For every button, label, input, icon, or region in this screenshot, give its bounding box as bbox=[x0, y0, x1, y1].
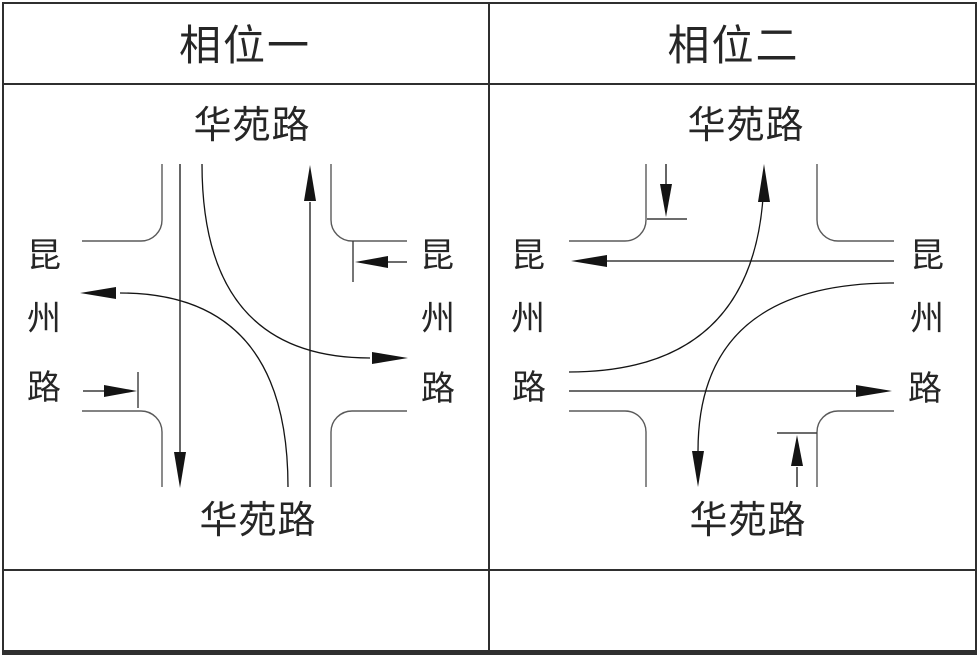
southbound-held-at-stopline bbox=[647, 164, 687, 220]
road-label-east-char: 昆 bbox=[910, 237, 944, 275]
road-corner-southeast bbox=[816, 410, 894, 487]
road-corner-northwest bbox=[569, 164, 647, 242]
road-label-east-char: 州 bbox=[421, 300, 455, 338]
arrowhead-right bbox=[372, 352, 408, 364]
intersection-diagram-phase-2 bbox=[568, 164, 895, 487]
westbound-left-turn-arrow bbox=[692, 282, 895, 487]
road-label-north: 华苑路 bbox=[687, 105, 805, 147]
road-label-east-char: 昆 bbox=[420, 237, 454, 275]
arrowhead-up bbox=[758, 164, 770, 202]
southbound-left-turn-arrow bbox=[201, 163, 408, 364]
road-label-south: 华苑路 bbox=[689, 500, 807, 542]
intersection-diagram-phase-1 bbox=[80, 163, 408, 488]
road-label-west-char: 昆 bbox=[27, 237, 61, 275]
panel-1-title: 相位一 bbox=[178, 22, 311, 69]
arrowhead-down bbox=[174, 452, 186, 488]
northbound-through-arrow bbox=[304, 165, 316, 487]
northbound-left-turn-arrow bbox=[80, 287, 289, 488]
road-label-west-char: 路 bbox=[27, 369, 61, 407]
northbound-held-at-stopline bbox=[777, 432, 817, 487]
arrowhead-left bbox=[80, 287, 116, 299]
road-corner-northeast bbox=[816, 164, 894, 242]
road-corner-northeast bbox=[330, 164, 407, 242]
road-label-south: 华苑路 bbox=[199, 500, 317, 542]
westbound-through-arrow bbox=[571, 255, 894, 267]
arrowhead-right bbox=[104, 385, 137, 397]
road-label-east-char: 路 bbox=[421, 370, 455, 408]
westbound-held-at-stopline bbox=[352, 241, 407, 282]
road-label-west-char: 路 bbox=[512, 369, 546, 407]
arrowhead-down bbox=[660, 184, 672, 217]
arrowhead-right bbox=[856, 385, 892, 397]
road-outline bbox=[82, 164, 407, 487]
eastbound-left-turn-arrow bbox=[568, 164, 770, 373]
road-label-east-char: 州 bbox=[910, 300, 944, 338]
road-label-west-char: 州 bbox=[511, 300, 545, 338]
arrowhead-down bbox=[692, 451, 704, 487]
road-outline bbox=[569, 164, 894, 487]
road-corner-southwest bbox=[82, 410, 163, 487]
road-corner-northwest bbox=[82, 164, 163, 242]
panel-2-title: 相位二 bbox=[667, 22, 800, 69]
road-label-north: 华苑路 bbox=[193, 105, 311, 147]
column-divider-line bbox=[488, 2, 490, 654]
road-label-west-char: 州 bbox=[27, 300, 61, 338]
arrowhead-up bbox=[304, 165, 316, 201]
eastbound-held-at-stopline bbox=[83, 372, 139, 408]
road-corner-southeast bbox=[330, 410, 407, 487]
road-corner-southwest bbox=[569, 410, 647, 487]
road-label-west-char: 昆 bbox=[511, 237, 545, 275]
arrowhead-left bbox=[571, 255, 607, 267]
southbound-through-arrow bbox=[174, 164, 186, 488]
eastbound-through-arrow bbox=[569, 385, 892, 397]
arrowhead-left bbox=[355, 256, 388, 268]
arrowhead-up bbox=[791, 435, 803, 466]
road-label-east-char: 路 bbox=[908, 370, 942, 408]
